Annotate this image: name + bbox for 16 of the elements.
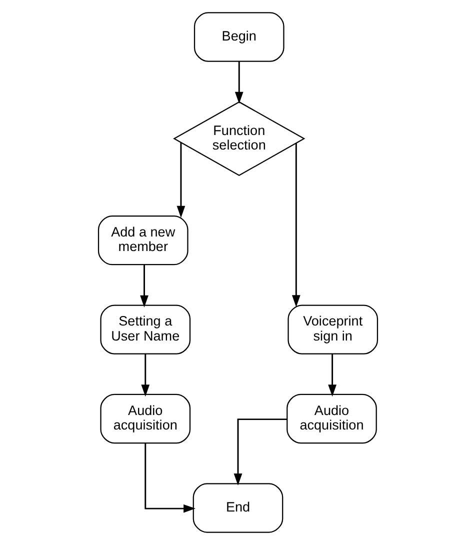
arrow [176, 142, 185, 218]
arrow [140, 354, 150, 397]
node-box: End [192, 483, 283, 533]
arrow [144, 443, 196, 513]
node-box: Add a new member [97, 215, 188, 266]
arrow [233, 418, 287, 486]
node-box: Audio acquisition [100, 394, 190, 444]
node-box: Audio acquisition [286, 394, 376, 444]
node-diamond: Function selection [172, 101, 305, 176]
arrow [291, 143, 300, 308]
arrow [234, 62, 243, 104]
node-box: Voiceprint sign in [287, 304, 378, 354]
node-box: Setting a User Name [100, 304, 190, 354]
node-box: Begin [193, 12, 284, 62]
arrow [328, 354, 336, 397]
arrow [140, 264, 148, 308]
